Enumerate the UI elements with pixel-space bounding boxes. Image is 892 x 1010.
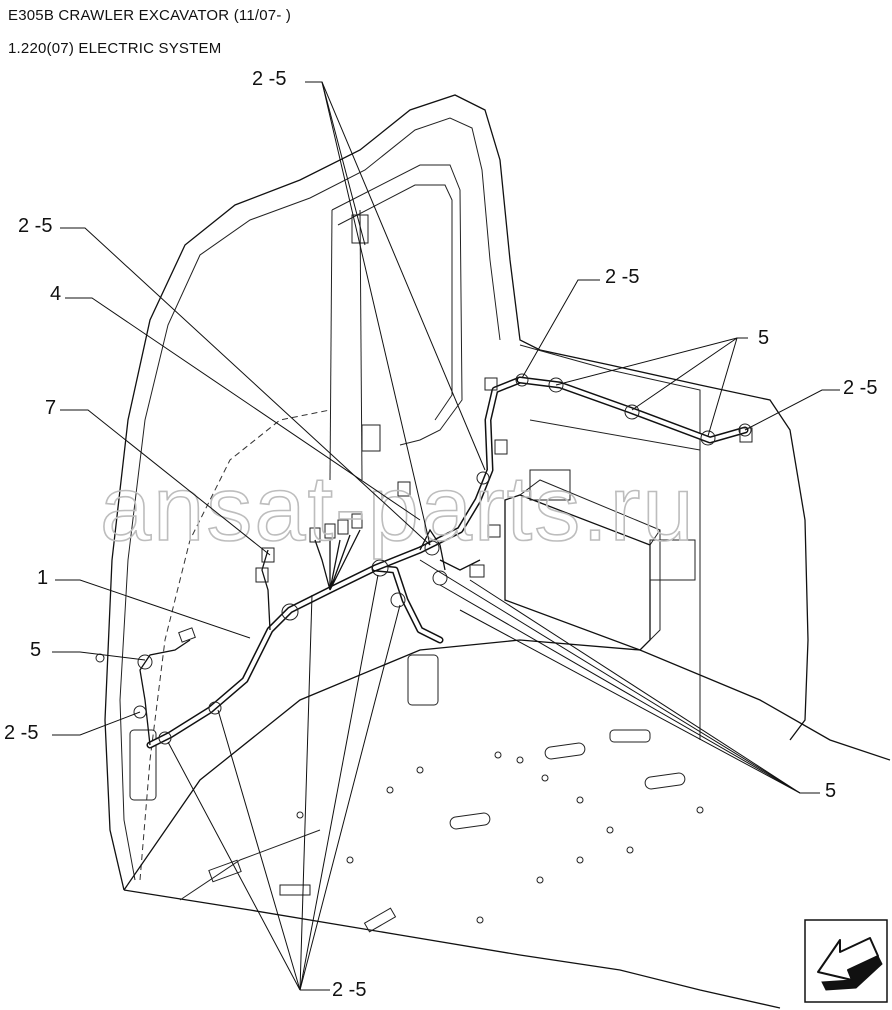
page-title: E305B CRAWLER EXCAVATOR (11/07- )	[8, 7, 292, 24]
leader-lines	[52, 81, 840, 991]
arrow-left-icon	[817, 937, 883, 991]
wiring-harness	[133, 373, 753, 749]
callout-4: 4	[50, 283, 61, 305]
callout-1: 1	[37, 567, 48, 589]
callout-top: 2 -5	[252, 68, 286, 90]
callout-right-top: 2 -5	[605, 266, 639, 288]
callout-right-mid: 2 -5	[843, 377, 877, 399]
callout-5-right: 5	[825, 780, 836, 802]
nav-arrow-button[interactable]	[804, 919, 888, 1003]
watermark: ansat-parts.ru	[100, 458, 696, 560]
controller-box	[504, 469, 696, 651]
callout-5-top: 5	[758, 327, 769, 349]
callout-5-left: 5	[30, 639, 41, 661]
section-subtitle: 1.220(07) ELECTRIC SYSTEM	[8, 40, 222, 57]
callout-left-low: 2 -5	[4, 722, 38, 744]
cab-structure	[95, 94, 891, 1009]
callout-upper-left: 2 -5	[18, 215, 52, 237]
callout-bottom: 2 -5	[332, 979, 366, 1001]
callout-7: 7	[45, 397, 56, 419]
